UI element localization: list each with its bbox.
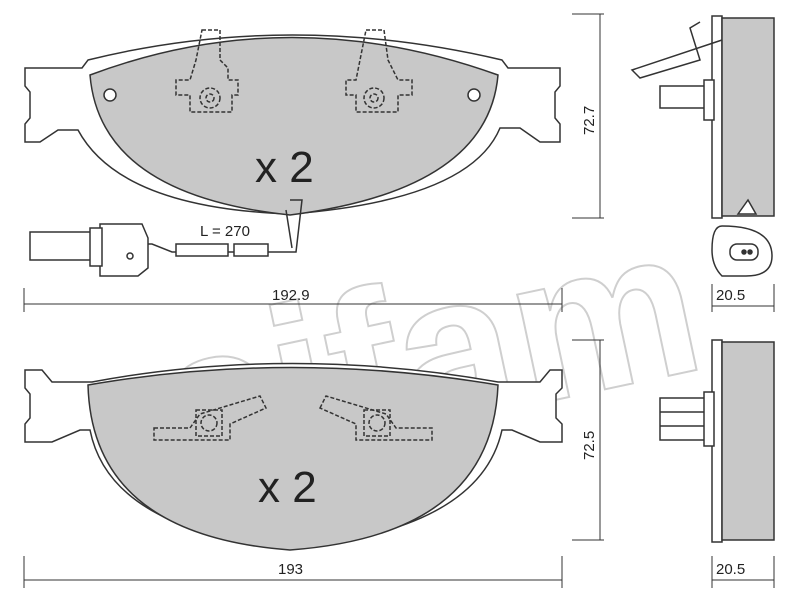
top-wire-sleeve-1 (175, 243, 229, 257)
top-height-label: 72.7 (581, 106, 598, 135)
top-thickness-label: 20.5 (716, 287, 745, 304)
bottom-quantity-label: x 2 (258, 463, 317, 512)
top-width-label: 192.9 (272, 287, 310, 304)
top-left-clip (175, 29, 239, 113)
top-pad-side-view (630, 15, 775, 277)
bottom-height-dimension (572, 339, 604, 541)
bottom-thickness-label: 20.5 (716, 561, 745, 578)
top-height-dimension (572, 13, 604, 219)
top-wire-sleeve-2 (233, 243, 269, 257)
wire-length-label: L = 270 (200, 223, 250, 240)
bottom-width-label: 193 (278, 561, 303, 578)
top-quantity-label: x 2 (255, 143, 314, 192)
bottom-pad-side-view (659, 339, 775, 543)
top-sensor-connector (29, 223, 149, 277)
top-thickness-dimension (711, 284, 775, 312)
bottom-thickness-dimension (711, 556, 775, 588)
bottom-left-clip (153, 395, 268, 441)
bottom-height-label: 72.5 (581, 431, 598, 460)
bottom-friction-material (87, 366, 499, 551)
top-right-hole (467, 88, 481, 102)
bottom-width-dimension (23, 556, 563, 588)
top-left-hole (103, 88, 117, 102)
top-pad-front-view (24, 29, 561, 277)
bottom-right-clip (318, 395, 433, 441)
bottom-pad-front-view (24, 362, 563, 551)
top-width-dimension (23, 288, 563, 312)
top-right-clip (345, 29, 413, 113)
top-friction-material (89, 36, 499, 216)
